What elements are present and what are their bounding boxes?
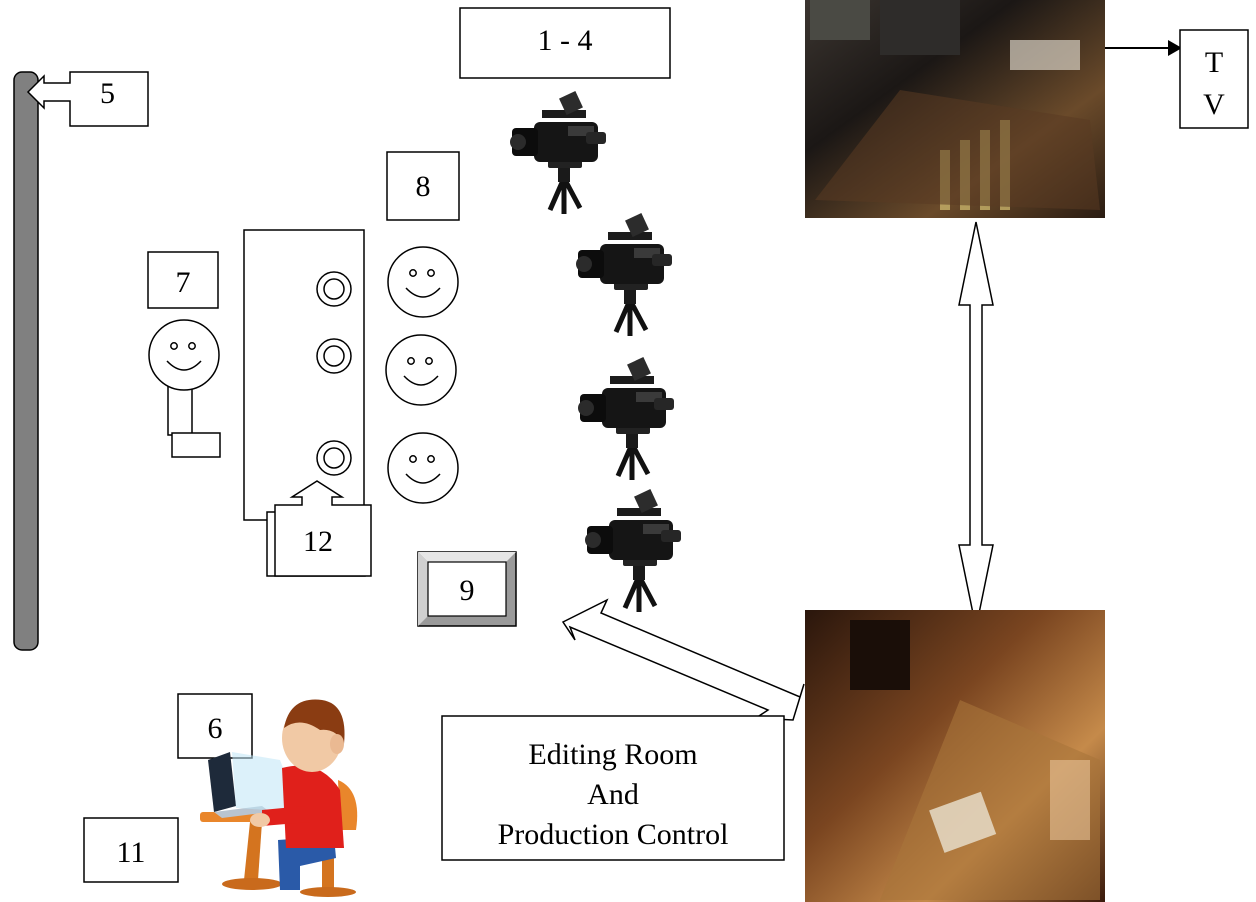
mic-3-icon (316, 440, 352, 476)
tv-box: T V (1179, 29, 1249, 129)
floor-monitor: 9 (417, 551, 517, 627)
host-figure (148, 319, 221, 458)
tv-link-arrow (1105, 40, 1182, 56)
label-5: 5 (100, 77, 115, 110)
label-12-callout: 12 (266, 480, 372, 577)
tv-label-t: T (1205, 46, 1223, 79)
guest-3-face-icon (387, 432, 459, 504)
label-11-box: 11 (83, 817, 179, 883)
editing-room-box: Editing Room And Production Control (441, 715, 785, 861)
label-5-callout: 5 (26, 71, 149, 127)
production-console-photo (805, 610, 1105, 902)
editing-room-line3: Production Control (498, 818, 729, 851)
label-guests-box: 8 (386, 151, 460, 221)
host-face-icon (148, 319, 220, 391)
label-host-box: 7 (147, 251, 219, 309)
camera-1-icon (510, 91, 606, 214)
label-cameras-box: 1 - 4 (459, 7, 671, 79)
label-7: 7 (176, 266, 191, 299)
label-6: 6 (208, 712, 223, 745)
mic-1-icon (316, 271, 352, 307)
operator-at-computer-icon (200, 699, 358, 897)
label-9: 9 (460, 574, 475, 607)
camera-2-icon (576, 213, 672, 336)
guest-1-face-icon (387, 246, 459, 318)
label-11: 11 (117, 836, 146, 869)
studio-screen (13, 71, 39, 651)
label-cameras: 1 - 4 (538, 24, 593, 57)
guest-2-face-icon (385, 334, 457, 406)
control-room-photo (805, 0, 1105, 218)
label-6-box: 6 (177, 693, 253, 759)
editing-room-line2: And (587, 778, 639, 811)
label-12: 12 (303, 525, 333, 558)
camera-4-icon (585, 489, 681, 612)
control-link-arrow (958, 221, 994, 629)
editing-link-arrow (561, 598, 805, 721)
studio-desk (243, 229, 365, 521)
tv-label-v: V (1203, 88, 1225, 121)
label-8: 8 (416, 170, 431, 203)
mic-2-icon (316, 338, 352, 374)
camera-3-icon (578, 357, 674, 480)
editing-room-line1: Editing Room (528, 738, 697, 771)
